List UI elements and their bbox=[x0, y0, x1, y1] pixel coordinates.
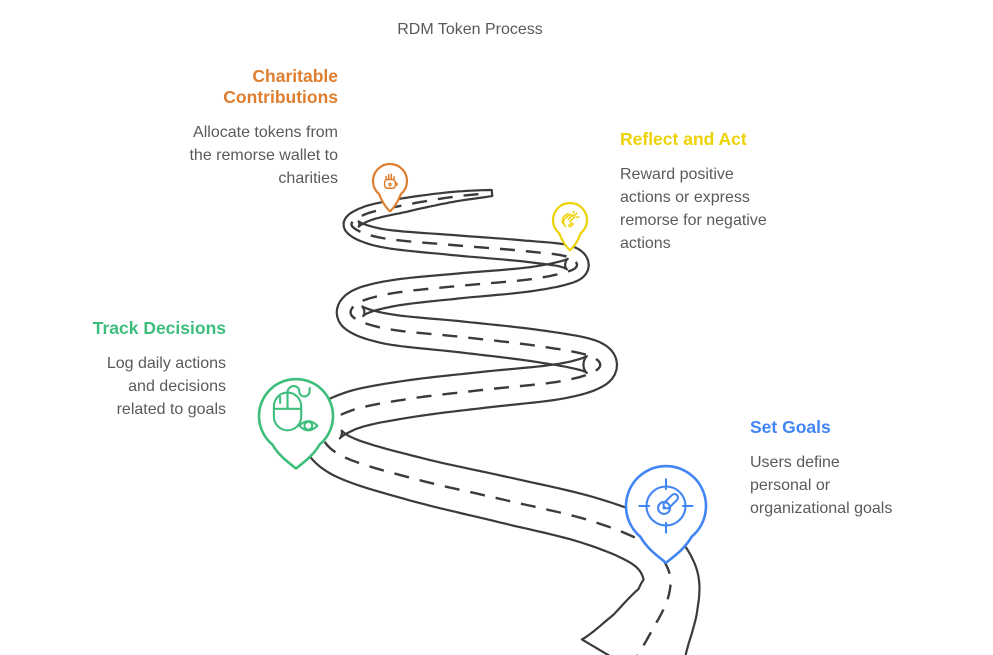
pin-outline bbox=[257, 377, 335, 470]
milestone-charitable-contributions: Charitable Contributions Allocate tokens… bbox=[189, 66, 338, 190]
milestone-description: Users define personal or organizational … bbox=[750, 451, 892, 520]
heading-line: Reflect and Act bbox=[620, 129, 747, 149]
heading-line: Track Decisions bbox=[92, 318, 226, 338]
milestone-description: Reward positive actions or express remor… bbox=[620, 163, 767, 255]
milestone-set-goals: Set Goals Users define personal or organ… bbox=[750, 417, 892, 520]
description-line: the remorse wallet to bbox=[189, 147, 338, 164]
target-gauge-icon bbox=[638, 478, 694, 534]
milestone-heading: Set Goals bbox=[750, 417, 892, 438]
road-centerline-dashes bbox=[320, 193, 672, 655]
computer-mouse-eye-icon bbox=[272, 385, 319, 432]
description-line: Users define bbox=[750, 454, 840, 471]
milestone-heading: Reflect and Act bbox=[620, 129, 767, 150]
clapping-hands-icon bbox=[561, 210, 580, 228]
charitable-contributions-pin bbox=[371, 163, 409, 213]
description-line: Log daily actions bbox=[106, 355, 226, 372]
track-decisions-pin bbox=[257, 377, 335, 470]
description-line: personal or bbox=[750, 477, 831, 494]
milestone-track-decisions: Track Decisions Log daily actions and de… bbox=[93, 318, 226, 421]
milestone-description: Log daily actions and decisions related … bbox=[93, 352, 226, 421]
milestone-reflect-and-act: Reflect and Act Reward positive actions … bbox=[620, 129, 767, 255]
description-line: actions or express bbox=[620, 189, 750, 206]
milestone-description: Allocate tokens from the remorse wallet … bbox=[189, 121, 338, 190]
description-line: related to goals bbox=[116, 401, 226, 418]
description-line: charities bbox=[278, 170, 338, 187]
description-line: Reward positive bbox=[620, 166, 734, 183]
description-line: remorse for negative bbox=[620, 212, 767, 229]
heading-line: Set Goals bbox=[750, 417, 831, 437]
description-line: organizational goals bbox=[750, 500, 893, 517]
description-line: actions bbox=[620, 235, 671, 252]
heading-line: Charitable bbox=[252, 66, 338, 86]
page-title: RDM Token Process bbox=[397, 21, 543, 38]
description-line: and decisions bbox=[128, 378, 226, 395]
milestone-heading: Charitable Contributions bbox=[189, 66, 338, 108]
heading-line: Contributions bbox=[223, 87, 338, 107]
hand-heart-icon bbox=[383, 173, 398, 190]
description-line: Allocate tokens from bbox=[193, 124, 338, 141]
set-goals-pin bbox=[624, 464, 708, 565]
reflect-and-act-pin bbox=[551, 202, 589, 252]
milestone-heading: Track Decisions bbox=[93, 318, 226, 339]
road-body bbox=[300, 188, 701, 655]
